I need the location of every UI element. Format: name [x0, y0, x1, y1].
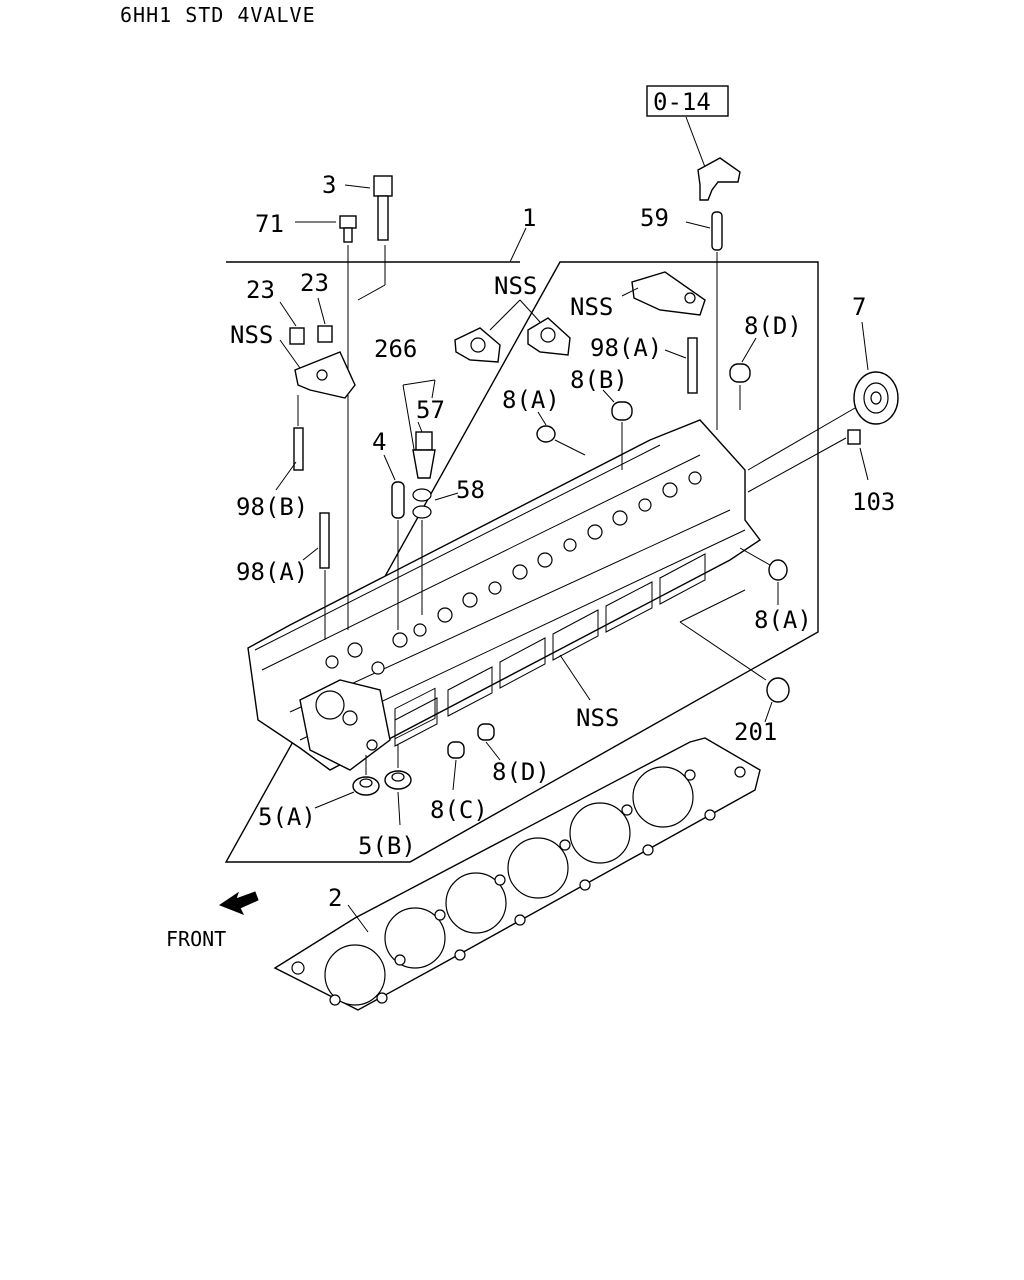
bolt-71[interactable]	[339, 215, 357, 243]
bolt-3[interactable]	[373, 175, 393, 241]
stud-98a-right[interactable]	[687, 337, 698, 394]
callout-8b[interactable]: 8(B)	[570, 366, 628, 394]
callout-2[interactable]: 2	[328, 884, 342, 912]
head-gasket	[273, 737, 761, 1011]
dowel-pin-4[interactable]	[391, 481, 405, 519]
seal-58[interactable]	[412, 488, 432, 519]
callout-98a-left[interactable]: 98(A)	[236, 558, 308, 586]
valve-seat-holes	[325, 471, 702, 675]
callout-23-right[interactable]: 23	[300, 269, 329, 297]
callout-nss-top[interactable]: NSS	[494, 272, 537, 300]
callout-98b-left[interactable]: 98(B)	[236, 493, 308, 521]
assembly-frame	[224, 261, 819, 863]
callout-5a[interactable]: 5(A)	[258, 803, 316, 831]
callout-8c[interactable]: 8(C)	[430, 796, 488, 824]
bracket-0-14	[697, 157, 741, 201]
bearing-cap-top-right	[631, 271, 706, 316]
valve-57[interactable]	[412, 431, 436, 479]
callout-8a-right[interactable]: 8(A)	[754, 606, 812, 634]
callout-8d-bottom[interactable]: 8(D)	[492, 758, 550, 786]
callout-1[interactable]: 1	[522, 204, 536, 232]
bearing-cap-top-2	[527, 317, 571, 356]
callout-nss-bottom[interactable]: NSS	[576, 704, 619, 732]
diagram-title: 6HH1 STD 4VALVE	[120, 3, 316, 27]
callout-7[interactable]: 7	[852, 293, 866, 321]
seat-5a[interactable]	[352, 776, 380, 796]
plug-8a-right[interactable]	[768, 559, 788, 581]
callout-201[interactable]: 201	[734, 718, 777, 746]
seat-5b[interactable]	[384, 770, 412, 790]
callout-266[interactable]: 266	[374, 335, 417, 363]
callout-98a-right[interactable]: 98(A)	[590, 334, 662, 362]
nut-23-right[interactable]	[317, 325, 333, 343]
cap-7[interactable]	[853, 371, 899, 425]
callout-8d-top[interactable]: 8(D)	[744, 312, 802, 340]
callout-103[interactable]: 103	[852, 488, 895, 516]
plug-8b[interactable]	[611, 401, 633, 421]
callout-4[interactable]: 4	[372, 428, 386, 456]
pin-59[interactable]	[711, 211, 723, 251]
cylinder-head	[247, 419, 762, 771]
callout-57[interactable]: 57	[416, 396, 445, 424]
nut-23-left[interactable]	[289, 327, 305, 345]
plug-8c[interactable]	[447, 741, 465, 759]
reference-box-label: 0-14	[653, 88, 711, 116]
callout-8a-top[interactable]: 8(A)	[502, 386, 560, 414]
plug-8d-bottom[interactable]	[477, 723, 495, 741]
plug-8d-top[interactable]	[729, 363, 751, 383]
bearing-cap-left	[294, 351, 356, 399]
stud-98b-left[interactable]	[293, 427, 304, 471]
bearing-cap-top-1	[454, 327, 501, 363]
bolt-103[interactable]	[847, 429, 861, 445]
callout-5b[interactable]: 5(B)	[358, 832, 416, 860]
callout-58[interactable]: 58	[456, 476, 485, 504]
callout-3[interactable]: 3	[322, 171, 336, 199]
plug-201[interactable]	[766, 677, 790, 703]
front-label: FRONT	[166, 927, 226, 951]
stud-98a-left[interactable]	[319, 512, 330, 569]
front-arrow-icon	[218, 891, 259, 915]
callouts: 1 2 3 4 5(A) 5(B) 7 8(A) 8(B) 8(D) 8(A) …	[230, 171, 895, 912]
callout-71[interactable]: 71	[255, 210, 284, 238]
callout-59[interactable]: 59	[640, 204, 669, 232]
callout-nss-left[interactable]: NSS	[230, 321, 273, 349]
plug-8a-top[interactable]	[536, 425, 556, 443]
callout-23-left[interactable]: 23	[246, 276, 275, 304]
reference-box[interactable]: 0-14	[646, 85, 729, 117]
callout-nss-top-right[interactable]: NSS	[570, 293, 613, 321]
